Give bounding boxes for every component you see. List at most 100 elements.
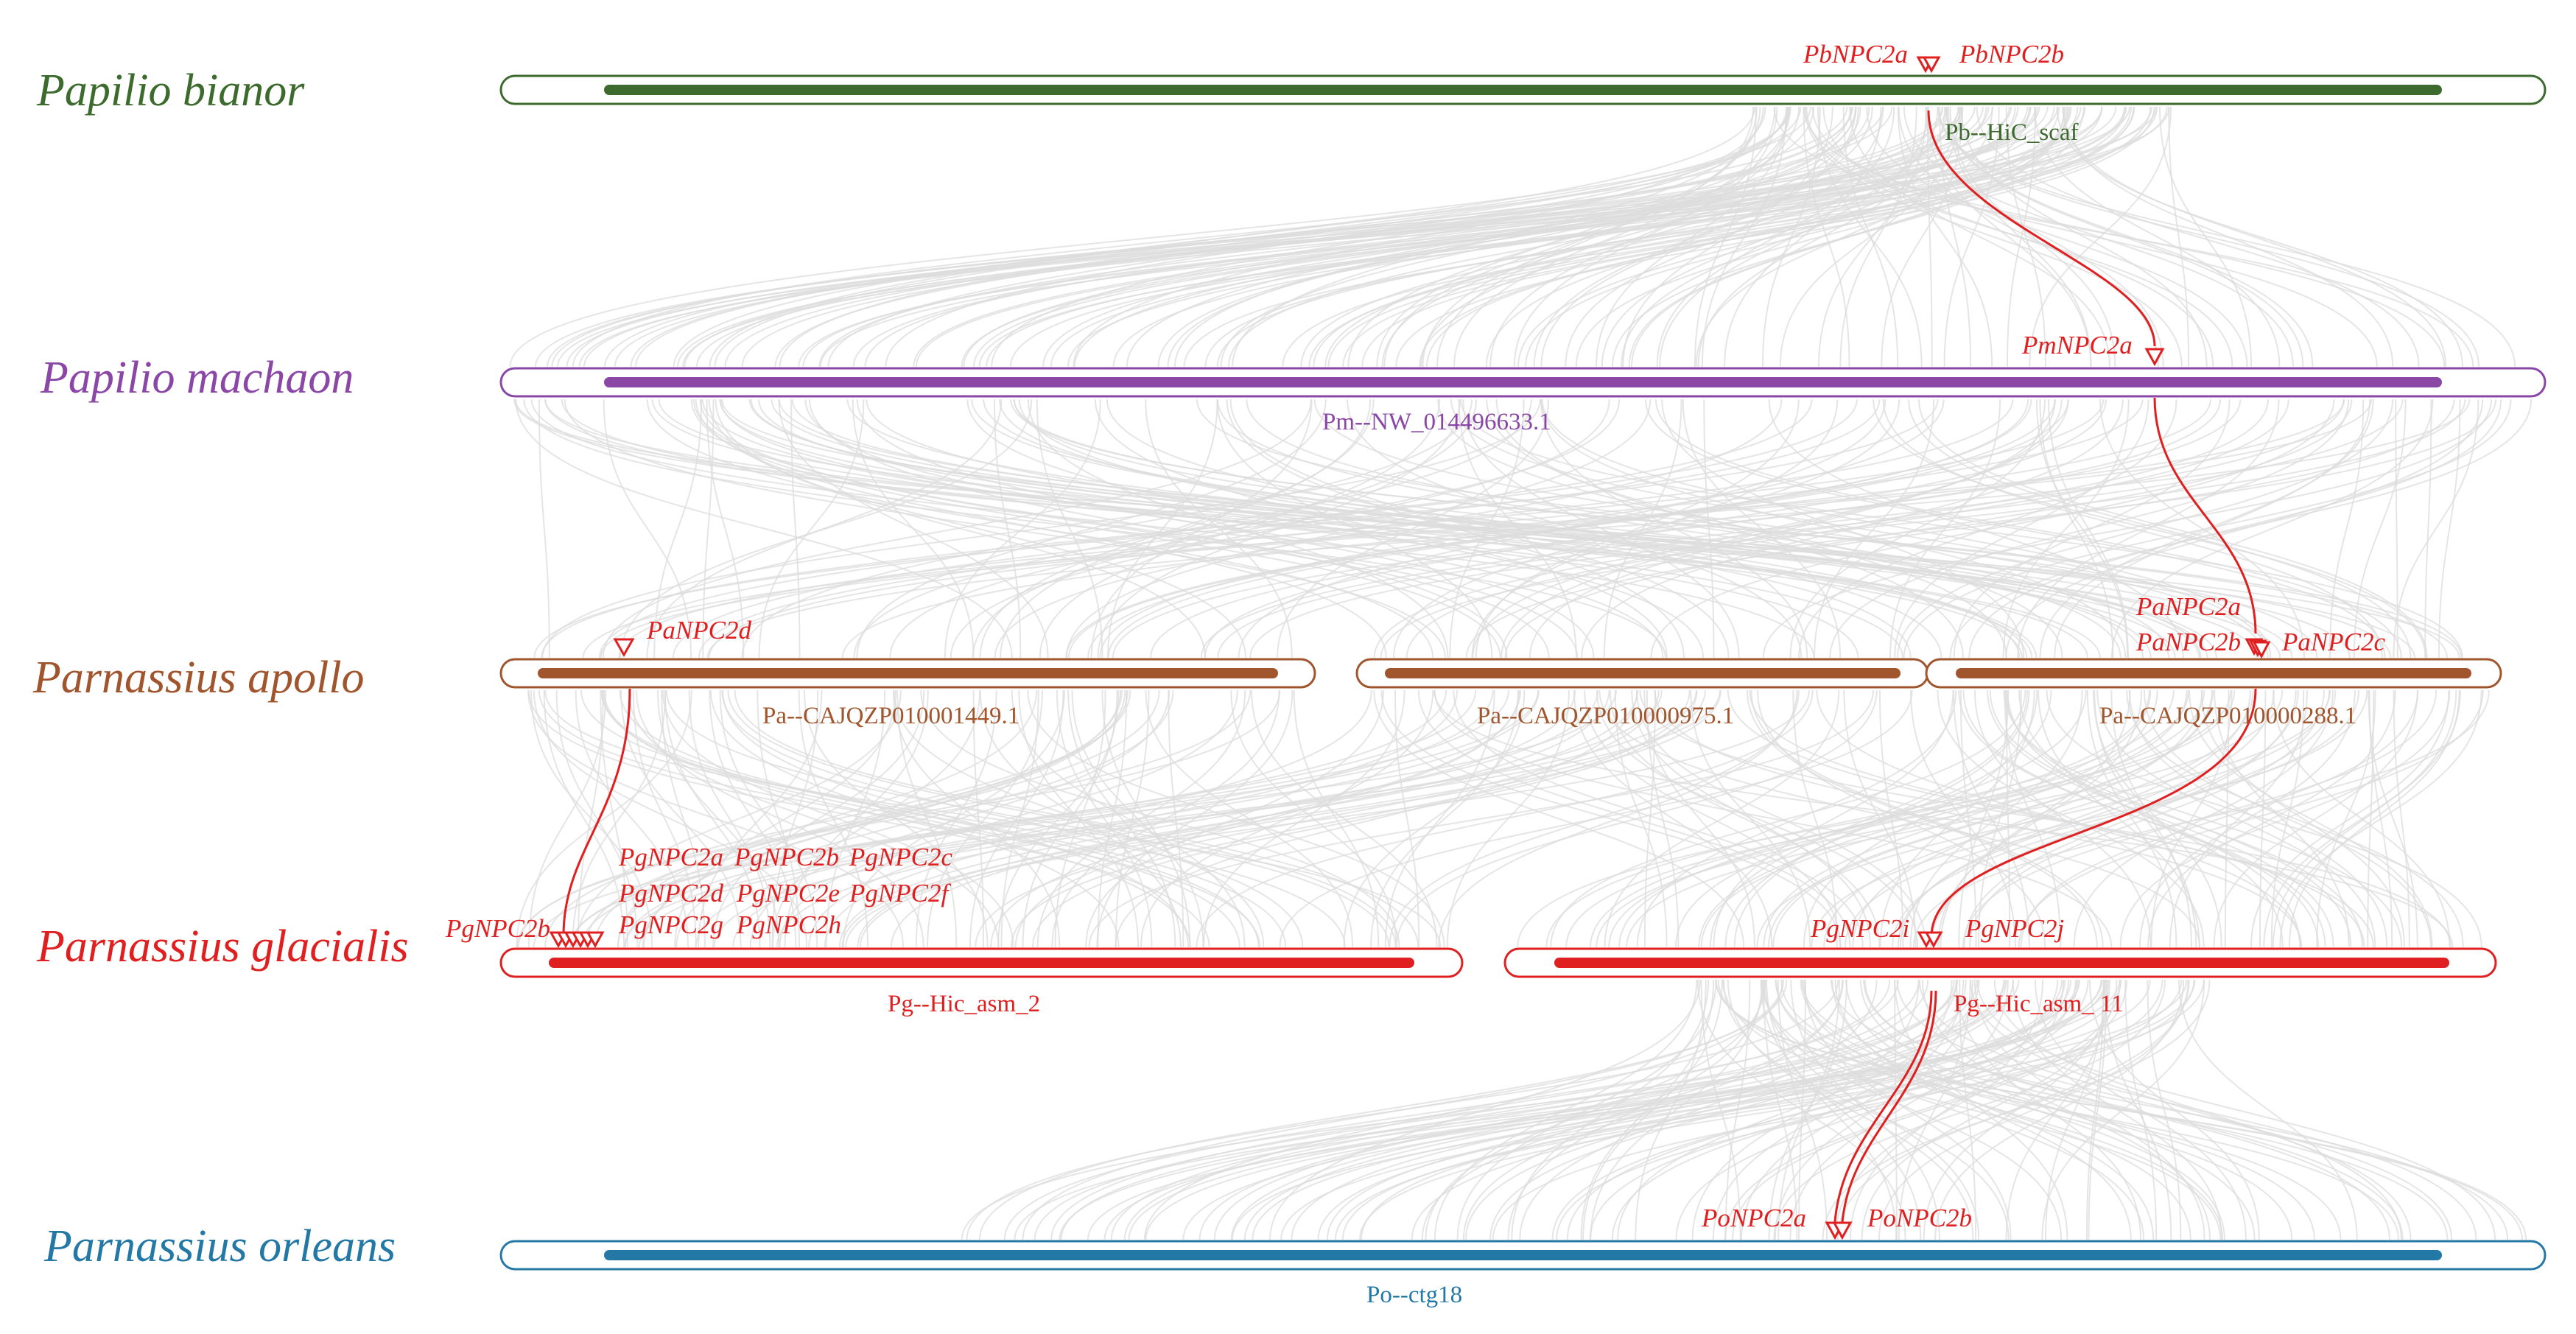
synteny-link [1106,399,1942,659]
synteny-link [1282,106,2127,368]
synteny-link [1370,689,1519,948]
synteny-link [1945,106,2314,368]
synteny-link [944,399,1101,659]
synteny-link [1894,979,1898,1240]
species-label-parnassius-orleans: Parnassius orleans [43,1221,396,1271]
synteny-link [1087,979,2188,1240]
synteny-link [1802,979,2191,1240]
synteny-link [2214,689,2350,948]
npc2-gene-links [562,110,2257,1238]
synteny-link [1013,399,2202,659]
synteny-link [544,689,1442,948]
synteny-link [1803,106,1850,368]
gene-label-pgnpc2e: PgNPC2e [736,879,840,908]
synteny-link [758,399,865,659]
synteny-link [1384,689,1495,948]
synteny-link [2200,689,2405,948]
chromosome-pb [499,74,2547,105]
synteny-link [638,689,1721,948]
synteny-link [1475,399,1800,659]
synteny-link [2250,689,2450,948]
link-pm-pa3 [2153,397,2257,634]
synteny-link [1317,979,2072,1240]
synteny-link [599,399,1813,659]
synteny-link [1112,399,2242,659]
synteny-link [698,399,2014,659]
synteny-link [2018,689,2484,948]
synteny-link [620,689,742,948]
synteny-link [1604,689,1840,948]
synteny-link [771,689,981,948]
synteny-link [1492,979,2195,1240]
gene-label-pgnpc2c: PgNPC2c [849,843,952,871]
synteny-link [1565,106,1884,368]
synteny-link [1485,106,1948,368]
chromosome-label-po: Po--ctg18 [1366,1282,1462,1308]
chromosome-po [499,1240,2547,1271]
synteny-link [1926,106,1933,368]
chromosome-label-pm: Pm--NW_014496633.1 [1322,409,1551,435]
synteny-link [1866,106,2248,368]
synteny-link [1550,689,2026,948]
synteny-link [1596,689,1919,948]
synteny-link [564,399,1446,659]
synteny-link [1056,689,1153,948]
synteny-link [1909,689,2083,948]
synteny-link [2368,689,2393,948]
link-pg2-po-1 [1833,990,1933,1238]
synteny-link [1150,399,2222,659]
synteny-link [757,689,800,948]
synteny-link [2099,399,2305,659]
chromosome-label-pa2: Pa--CAJQZP010000975.1 [1477,703,1734,729]
synteny-link [1067,399,2069,659]
synteny-link [1814,399,1935,659]
synteny-link [1626,689,2331,948]
synteny-link [741,399,1473,659]
synteny-link [2110,689,2192,948]
synteny-link [1420,106,1873,368]
synteny-link [572,689,667,948]
gene-label-pgnpc2i: PgNPC2i [1810,914,1909,943]
synteny-link [1107,399,1218,659]
gene-label-pbnpc2b: PbNPC2b [1959,40,2064,69]
synteny-link [1183,106,2158,368]
synteny-link [724,106,1948,368]
synteny-link [719,399,2033,659]
synteny-link [1614,689,1668,948]
synteny-link [1343,689,1526,948]
synteny-link [2119,689,2451,948]
synteny-link [1873,399,2426,659]
synteny-link [1545,689,2175,948]
synteny-link [2147,689,2396,948]
gene-marker-pg1-6 [586,931,605,949]
synteny-link [2316,689,2376,948]
synteny-link [1417,689,1851,948]
synteny-link [698,689,823,948]
synteny-link [1955,979,2141,1240]
synteny-link [523,399,1666,659]
synteny-link [2029,106,2172,368]
synteny-link [1128,979,2081,1240]
synteny-link [1959,979,1977,1240]
synteny-link [969,689,1064,948]
synteny-link [1145,399,1293,659]
synteny-link [1831,979,2155,1240]
species-label-parnassius-glacialis: Parnassius glacialis [36,921,409,972]
synteny-link [1882,399,2383,659]
synteny-link [1766,979,1898,1240]
synteny-link [2169,689,2308,948]
synteny-link [950,399,1610,659]
synteny-link [2395,399,2398,659]
synteny-link [1582,979,1723,1240]
synteny-link [2063,106,2394,368]
synteny-link [1033,979,1959,1240]
synteny-link [2005,106,2046,368]
synteny-link [673,106,1791,368]
synteny-link [1217,399,2404,659]
synteny-link [2085,979,2105,1240]
synteny-link [1411,979,2066,1240]
synteny-link [889,399,1621,659]
synteny-link [1762,979,1798,1240]
gene-marker-pb-b [1922,56,1941,74]
synteny-link [1277,399,1549,659]
